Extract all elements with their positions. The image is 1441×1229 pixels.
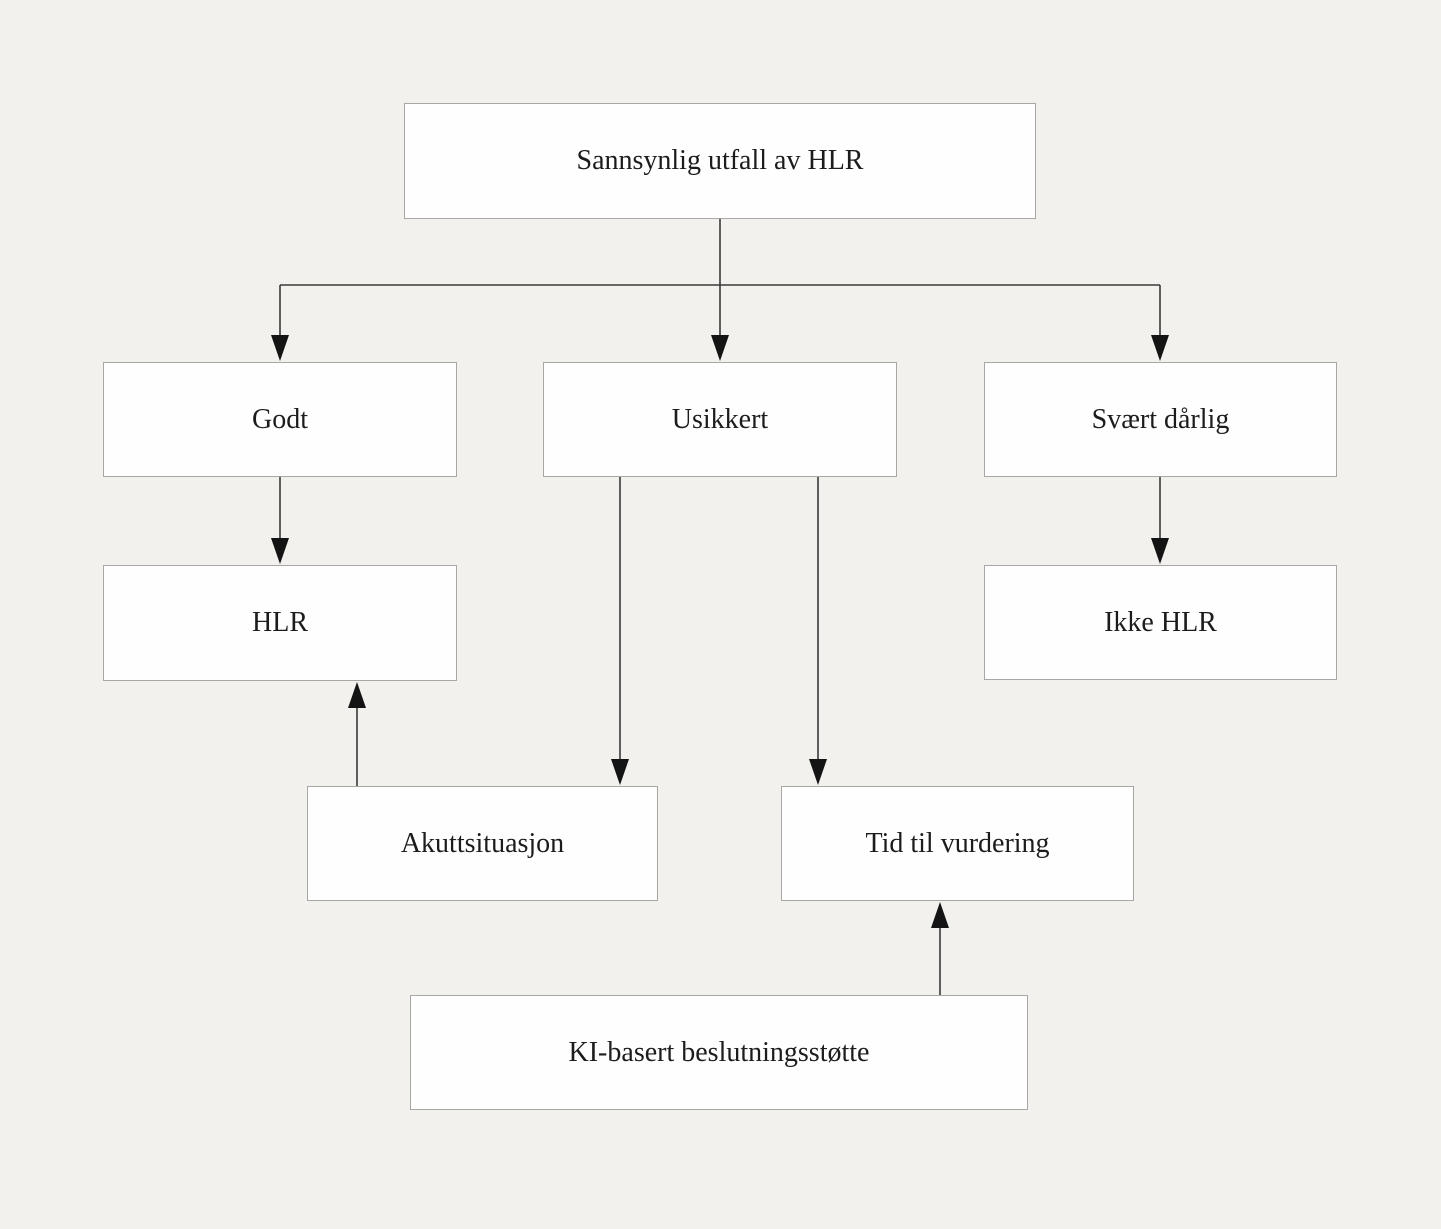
edge-root-usikkert — [711, 285, 729, 361]
edge-akuttsituasjon-hlr — [348, 682, 366, 786]
edge-ki-tid-til-vurdering — [931, 902, 949, 995]
node-tid-til-vurdering: Tid til vurdering — [781, 786, 1134, 901]
edge-usikkert-akuttsituasjon — [611, 477, 629, 785]
edge-root-svaert-daarlig — [1151, 285, 1169, 361]
node-label: Ikke HLR — [1104, 606, 1217, 638]
node-akuttsituasjon: Akuttsituasjon — [307, 786, 658, 901]
node-label: Svært dårlig — [1091, 403, 1230, 435]
node-label: Akuttsituasjon — [400, 827, 565, 859]
edge-usikkert-tid-til-vurdering — [809, 477, 827, 785]
node-usikkert: Usikkert — [543, 362, 897, 477]
edge-svaert-daarlig-ikke-hlr — [1151, 477, 1169, 564]
node-label: Usikkert — [671, 403, 769, 435]
node-hlr: HLR — [103, 565, 457, 681]
node-svaert-daarlig: Svært dårlig — [984, 362, 1337, 477]
edge-godt-hlr — [271, 477, 289, 564]
node-label: Godt — [252, 403, 308, 435]
node-ikke-hlr: Ikke HLR — [984, 565, 1337, 680]
node-ki-basert-beslutningsstotte: KI-basert beslutningsstøtte — [410, 995, 1028, 1110]
node-sannsynlig-utfall-av-hlr: Sannsynlig utfall av HLR — [404, 103, 1036, 219]
node-label: Sannsynlig utfall av HLR — [576, 145, 864, 177]
node-label: Tid til vurdering — [865, 827, 1050, 859]
node-label: KI-basert beslutningsstøtte — [568, 1036, 870, 1068]
node-godt: Godt — [103, 362, 457, 477]
node-label: HLR — [252, 607, 308, 639]
edge-root-godt — [271, 285, 289, 361]
